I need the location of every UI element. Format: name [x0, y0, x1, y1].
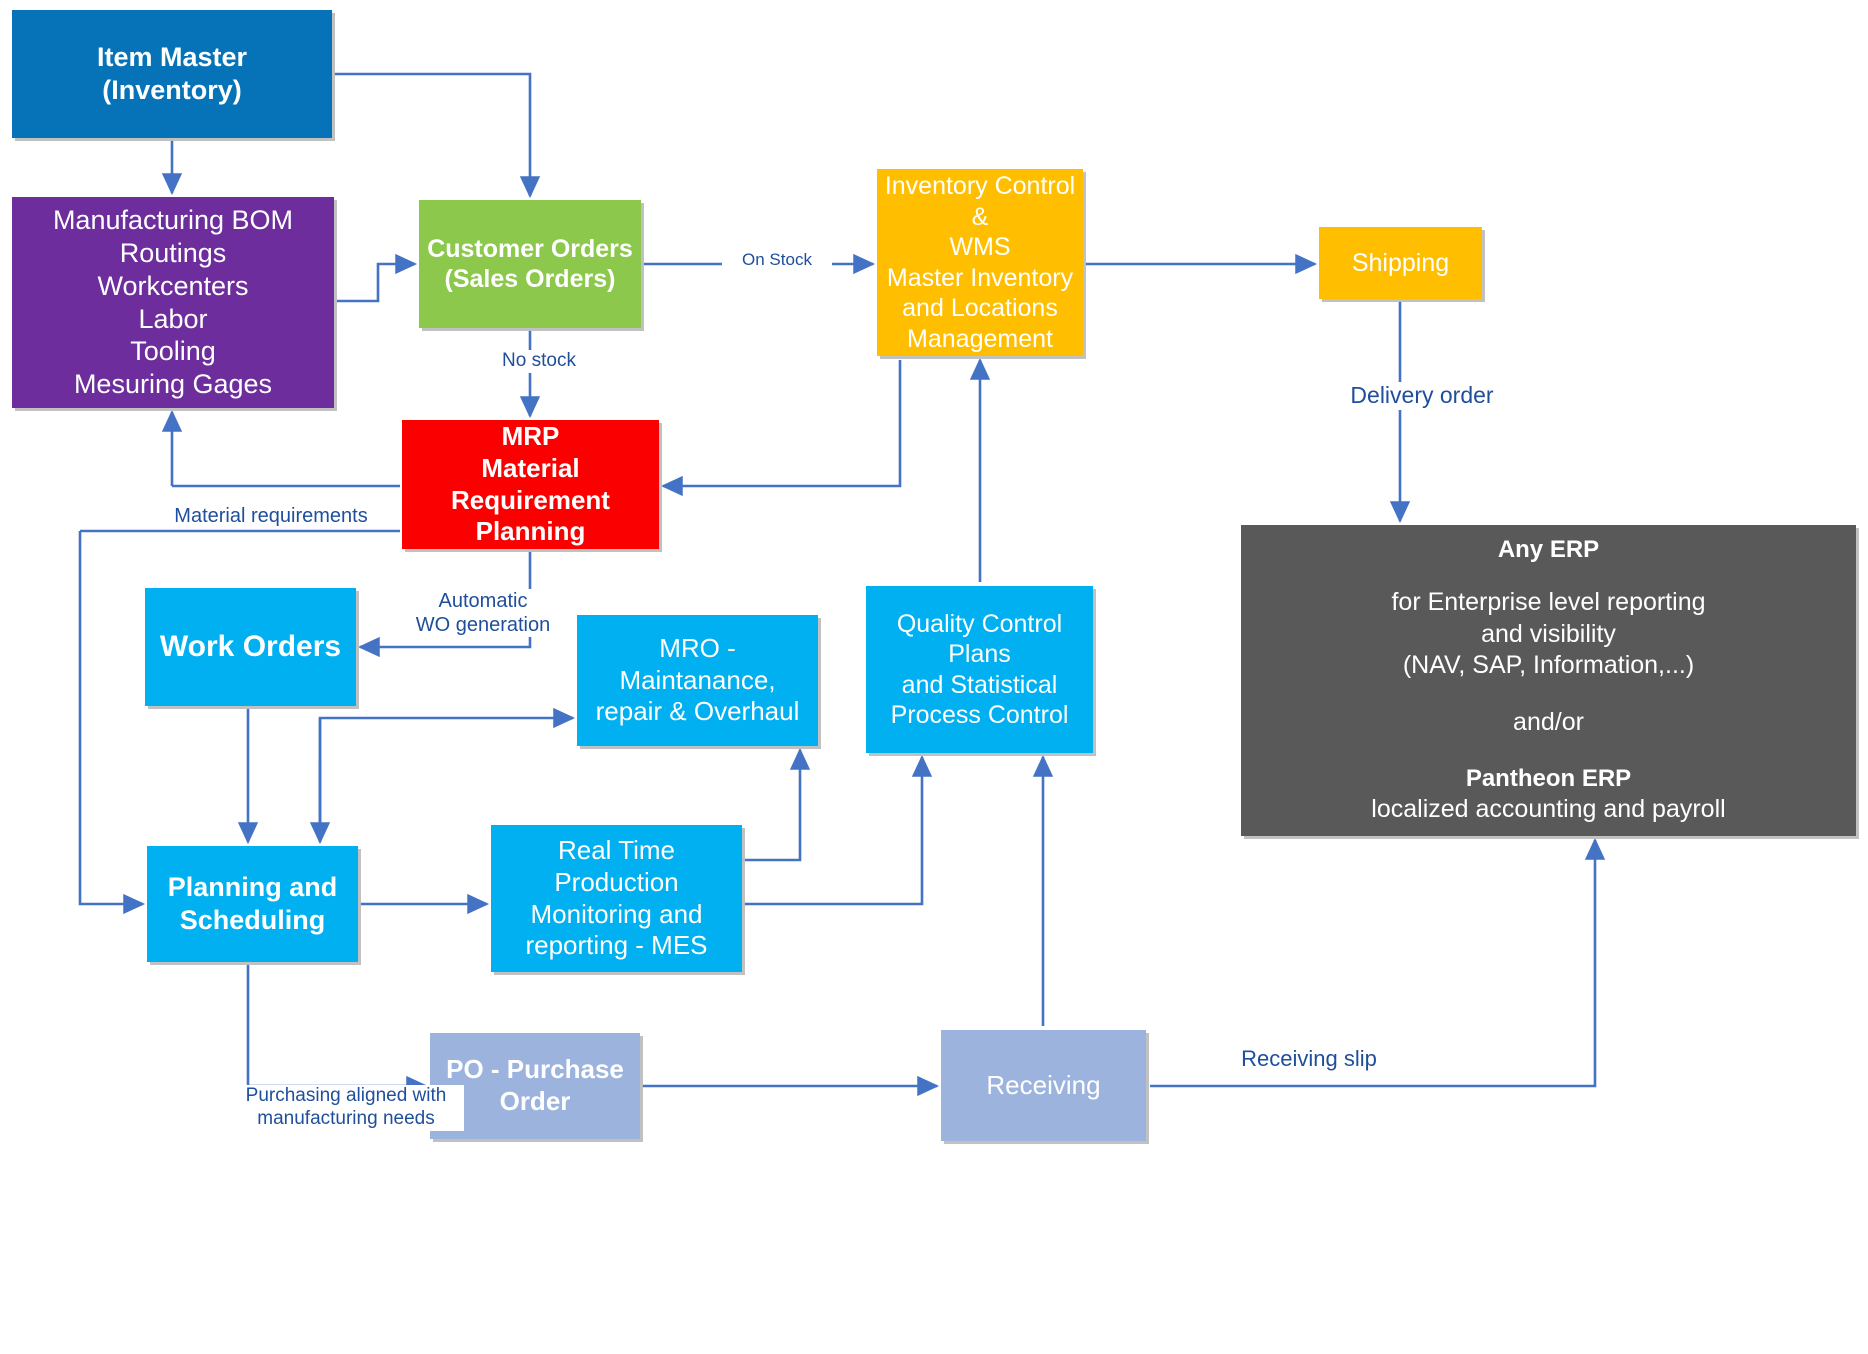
node-receiving[interactable]: Receiving — [941, 1030, 1146, 1141]
node-inventory-control-wms-label: Inventory Control & WMS Master Inventory… — [884, 172, 1076, 353]
node-purchase-order-label: PO - Purchase Order — [446, 1054, 624, 1116]
node-manufacturing-bom[interactable]: Manufacturing BOM Routings Workcenters L… — [12, 197, 334, 408]
edge-label-purchasing-aligned: Purchasing aligned with manufacturing ne… — [228, 1085, 464, 1131]
node-work-orders[interactable]: Work Orders — [145, 588, 356, 706]
node-mes-label: Real Time Production Monitoring and repo… — [525, 835, 708, 961]
node-shipping-label: Shipping — [1351, 248, 1450, 277]
any-erp-line-4: and/or — [1513, 708, 1584, 737]
node-work-orders-label: Work Orders — [159, 629, 342, 663]
any-erp-line-0: Any ERP — [1497, 536, 1600, 564]
node-shipping[interactable]: Shipping — [1319, 227, 1482, 299]
edge-label-material-requirements: Material requirements — [155, 504, 387, 528]
node-mro[interactable]: MRO - Maintanance, repair & Overhaul — [577, 615, 818, 746]
node-item-master-label: Item Master (Inventory) — [96, 42, 248, 105]
any-erp-line-2: and visibility — [1481, 619, 1616, 648]
edge-label-automatic-wo-generation: Automatic WO generation — [390, 589, 576, 637]
node-planning-scheduling-label: Planning and Scheduling — [167, 872, 338, 935]
node-mrp-label: MRP Material Requirement Planning — [451, 421, 610, 547]
any-erp-line-5: Pantheon ERP — [1465, 765, 1632, 793]
edge-label-on-stock: On Stock — [722, 250, 832, 271]
any-erp-line-3: (NAV, SAP, Information,...) — [1402, 650, 1695, 679]
node-quality-control-label: Quality Control Plans and Statistical Pr… — [890, 609, 1069, 730]
node-quality-control[interactable]: Quality Control Plans and Statistical Pr… — [866, 586, 1093, 753]
node-item-master[interactable]: Item Master (Inventory) — [12, 10, 332, 138]
node-purchase-order[interactable]: PO - Purchase Order — [430, 1033, 640, 1139]
edge-label-no-stock: No stock — [486, 350, 592, 373]
node-customer-orders[interactable]: Customer Orders (Sales Orders) — [419, 200, 641, 328]
node-mes[interactable]: Real Time Production Monitoring and repo… — [491, 825, 742, 972]
any-erp-line-6: localized accounting and payroll — [1371, 795, 1726, 824]
node-inventory-control-wms[interactable]: Inventory Control & WMS Master Inventory… — [877, 169, 1083, 356]
edge-label-receiving-slip: Receiving slip — [1226, 1046, 1392, 1073]
node-customer-orders-label: Customer Orders (Sales Orders) — [427, 234, 633, 294]
node-mrp[interactable]: MRP Material Requirement Planning — [402, 420, 659, 549]
node-manufacturing-bom-label: Manufacturing BOM Routings Workcenters L… — [52, 204, 294, 400]
node-mro-label: MRO - Maintanance, repair & Overhaul — [595, 632, 800, 727]
node-receiving-label: Receiving — [986, 1069, 1101, 1100]
any-erp-line-1: for Enterprise level reporting — [1391, 588, 1706, 617]
edge-label-delivery-order: Delivery order — [1330, 382, 1514, 410]
node-planning-scheduling[interactable]: Planning and Scheduling — [147, 846, 358, 962]
